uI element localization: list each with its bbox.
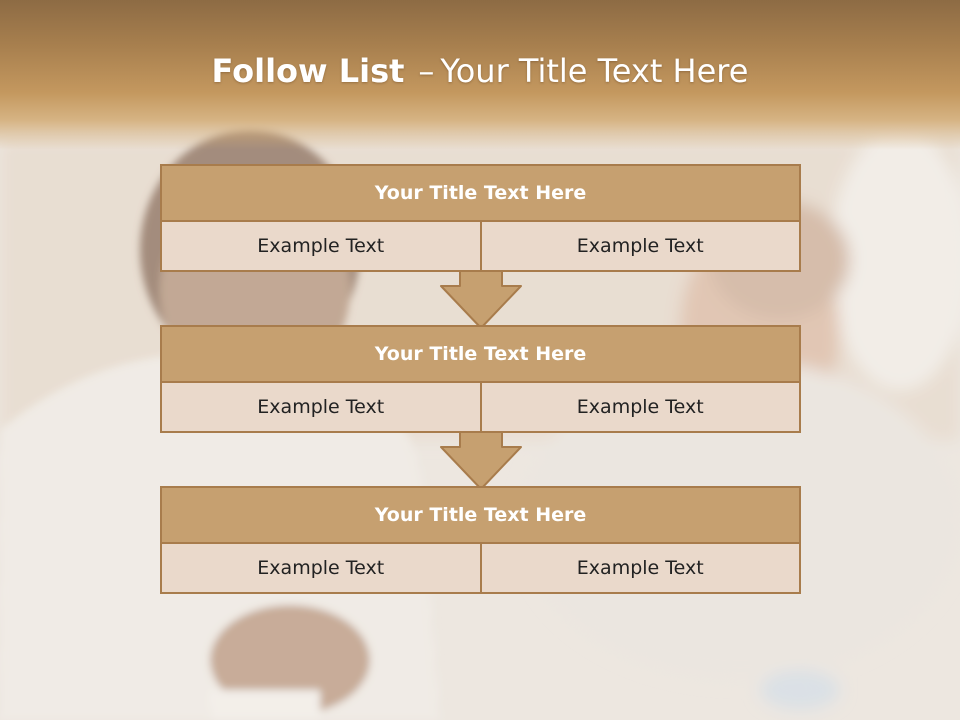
list-block-3: Your Title Text Here Example Text Exampl… xyxy=(160,486,801,594)
block-cell-right: Example Text xyxy=(479,544,799,592)
list-block-2: Your Title Text Here Example Text Exampl… xyxy=(160,325,801,433)
block-cell-left: Example Text xyxy=(162,544,480,592)
block-title: Your Title Text Here xyxy=(162,166,799,222)
block-cell-left: Example Text xyxy=(162,222,480,270)
block-row: Example Text Example Text xyxy=(162,222,799,270)
list-block-1: Your Title Text Here Example Text Exampl… xyxy=(160,164,801,272)
block-title: Your Title Text Here xyxy=(162,327,799,383)
slide-title-rest: Your Title Text Here xyxy=(440,52,749,90)
block-cell-left: Example Text xyxy=(162,383,480,431)
title-band xyxy=(0,0,960,150)
block-row: Example Text Example Text xyxy=(162,383,799,431)
slide-title: Follow List–Your Title Text Here xyxy=(0,52,960,90)
block-cell-right: Example Text xyxy=(479,222,799,270)
block-cell-right: Example Text xyxy=(479,383,799,431)
slide-title-separator: – xyxy=(418,52,435,90)
slide-title-bold: Follow List xyxy=(211,52,405,90)
block-title: Your Title Text Here xyxy=(162,488,799,544)
down-arrow-icon xyxy=(440,431,522,490)
down-arrow-icon xyxy=(440,270,522,329)
block-row: Example Text Example Text xyxy=(162,544,799,592)
